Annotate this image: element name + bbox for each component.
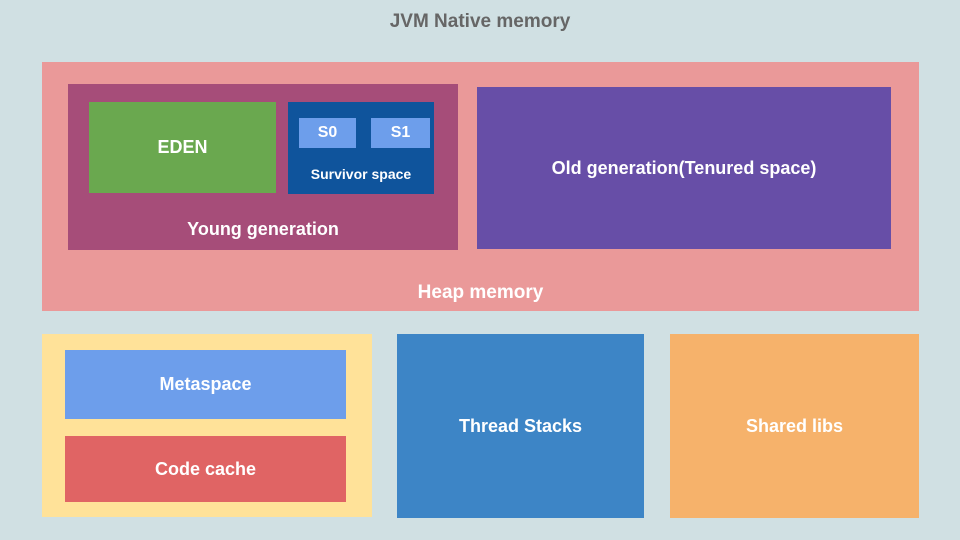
survivor-space-box: S0 S1 Survivor space — [288, 102, 434, 194]
young-generation-box: EDEN S0 S1 Survivor space Young generati… — [68, 84, 458, 250]
shared-libs-box: Shared libs — [670, 334, 919, 518]
heap-memory-label: Heap memory — [417, 282, 544, 303]
code-cache-label: Code cache — [154, 458, 257, 479]
heap-memory-box: EDEN S0 S1 Survivor space Young generati… — [42, 62, 919, 311]
shared-libs-label: Shared libs — [745, 415, 844, 436]
young-generation-label: Young generation — [187, 219, 339, 239]
s1-label: S1 — [390, 124, 411, 141]
eden-box: EDEN — [89, 102, 276, 193]
thread-stacks-box: Thread Stacks — [397, 334, 644, 518]
eden-label: EDEN — [157, 137, 208, 157]
thread-stacks-label: Thread Stacks — [458, 415, 583, 436]
old-generation-label: Old generation(Tenured space) — [551, 157, 817, 178]
s0-box: S0 — [299, 118, 356, 148]
old-generation-box: Old generation(Tenured space) — [477, 87, 891, 249]
metaspace-box: Metaspace — [65, 350, 346, 419]
s1-box: S1 — [371, 118, 430, 148]
metaspace-group-box: Metaspace Code cache — [42, 334, 372, 517]
diagram-title: JVM Native memory — [389, 11, 571, 32]
s0-label: S0 — [317, 124, 338, 141]
code-cache-box: Code cache — [65, 436, 346, 502]
survivor-space-label: Survivor space — [310, 166, 412, 182]
metaspace-label: Metaspace — [159, 374, 252, 394]
